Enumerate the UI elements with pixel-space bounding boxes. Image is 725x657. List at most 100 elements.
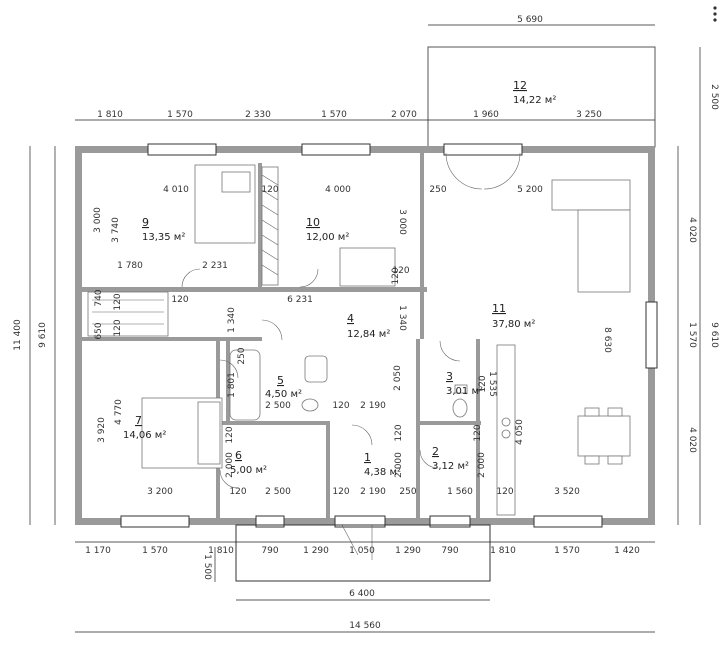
dim-wall-120-a: 120 [261, 185, 278, 195]
dim-terrace-width: 5 690 [517, 15, 543, 25]
dim-r9-depth2: 3 740 [111, 217, 121, 243]
dim-bottom-11: 1 420 [614, 546, 640, 556]
dim-r10-depth: 3 000 [397, 209, 407, 235]
dim-top-3: 2 330 [245, 110, 271, 120]
room-11-number: 11 [492, 302, 506, 315]
dim-top-2: 1 570 [167, 110, 193, 120]
dim-left-inner: 9 610 [38, 322, 48, 348]
dim-bottom-10: 1 570 [554, 546, 580, 556]
room-5-area: 4,50 м² [265, 389, 302, 400]
more-options-icon[interactable] [713, 6, 717, 22]
entrance-door [235, 515, 491, 582]
room-4-area: 12,84 м² [347, 329, 390, 340]
room-11-area: 37,80 м² [492, 319, 535, 330]
dim-1801: 1 801 [227, 372, 237, 398]
room-4-number: 4 [347, 312, 354, 325]
dim-wall-120-n: 120 [478, 375, 488, 392]
dim-r9-depth: 3 000 [93, 207, 103, 233]
room-12-area: 14,22 м² [513, 95, 556, 106]
dim-1340-b: 1 340 [397, 305, 407, 331]
dim-bottom-6: 1 050 [349, 546, 375, 556]
room-3-area: 3,01 м² [446, 386, 483, 397]
dim-2231: 2 231 [202, 261, 228, 271]
furniture [87, 164, 631, 516]
dim-wall-120-k: 120 [332, 487, 349, 497]
dim-left-total: 11 400 [13, 319, 23, 351]
dim-650: 650 [94, 322, 104, 339]
dim-2500-b: 2 500 [265, 487, 291, 497]
windows [120, 143, 658, 528]
dim-wall-120-h: 120 [394, 424, 404, 441]
dim-8630: 8 630 [602, 327, 612, 353]
dim-2190-a: 2 190 [360, 401, 386, 411]
dim-top-7: 3 250 [576, 110, 602, 120]
dim-wall-120-j: 120 [229, 487, 246, 497]
interior-dimensions: 4 010 3 000 3 740 4 000 3 000 120 120 12… [93, 185, 612, 497]
dim-wall-120-l: 120 [496, 487, 513, 497]
room-1-number: 1 [364, 451, 371, 464]
dim-bottom-3: 1 810 [208, 546, 234, 556]
room-2-area: 3,12 м² [432, 461, 469, 472]
dim-wall-250-c: 250 [399, 487, 416, 497]
room-6-area: 5,00 м² [230, 465, 267, 476]
dim-right-total: 9 610 [709, 322, 719, 348]
dim-wall-250-a: 250 [429, 185, 446, 195]
room-3-number: 3 [446, 370, 453, 383]
dim-bottom-8: 790 [441, 546, 458, 556]
dim-r10-width: 4 000 [325, 185, 351, 195]
dim-total-width: 14 560 [349, 621, 381, 631]
room-10-area: 12,00 м² [306, 232, 349, 243]
exterior-dimensions: 5 690 2 500 1 810 1 570 2 330 1 570 2 07… [13, 15, 719, 631]
dim-bottom-2: 1 570 [142, 546, 168, 556]
dim-2050: 2 050 [393, 365, 403, 391]
dim-1340-a: 1 340 [227, 307, 237, 333]
dim-3520: 3 520 [554, 487, 580, 497]
dim-1560: 1 560 [447, 487, 473, 497]
dim-4770: 4 770 [114, 399, 124, 425]
room-6-number: 6 [235, 449, 242, 462]
dim-3920: 3 920 [97, 417, 107, 443]
dim-bottom-9: 1 810 [490, 546, 516, 556]
dim-2500-a: 2 500 [265, 401, 291, 411]
dim-terrace-depth: 2 500 [709, 84, 719, 110]
dim-right-1: 4 020 [687, 217, 697, 243]
dim-wall-120-m: 120 [392, 266, 409, 276]
room-7-number: 7 [135, 414, 142, 427]
dim-top-5: 2 070 [391, 110, 417, 120]
dim-wall-120-e: 120 [113, 319, 123, 336]
terrace-outline [427, 46, 656, 148]
dim-wall-250-b: 250 [237, 347, 247, 364]
room-7-area: 14,06 м² [123, 430, 166, 441]
dim-wall-120-d: 120 [113, 293, 123, 310]
room-1-area: 4,38 м² [364, 467, 401, 478]
dim-1780: 1 780 [117, 261, 143, 271]
room-12-number: 12 [513, 79, 527, 92]
dim-wall-120-c: 120 [171, 295, 188, 305]
room-9-area: 13,35 м² [142, 232, 185, 243]
dim-top-1: 1 810 [97, 110, 123, 120]
dim-740: 740 [94, 289, 104, 306]
room-9-number: 9 [142, 216, 149, 229]
terrace-door [443, 143, 523, 190]
dim-top-6: 1 960 [473, 110, 499, 120]
dim-wall-120-b: 120 [391, 267, 401, 284]
dim-3200: 3 200 [147, 487, 173, 497]
dim-right-2: 1 570 [687, 322, 697, 348]
dim-2000-a: 2 000 [225, 452, 235, 478]
dim-bottom-5: 1 290 [303, 546, 329, 556]
dim-bottom-4: 790 [261, 546, 278, 556]
dim-wall-120-g: 120 [225, 426, 235, 443]
dim-wall-120-f: 120 [332, 401, 349, 411]
dim-2000-c: 2 000 [477, 452, 487, 478]
dim-bottom-7: 1 290 [395, 546, 421, 556]
dim-porch-depth: 1 500 [202, 554, 212, 580]
dim-2000-b: 2 000 [394, 452, 404, 478]
room-10-number: 10 [306, 216, 320, 229]
dim-6231: 6 231 [287, 295, 313, 305]
room-2-number: 2 [432, 445, 439, 458]
dim-wall-120-i: 120 [473, 424, 483, 441]
dim-right-3: 4 020 [687, 427, 697, 453]
dim-5200: 5 200 [517, 185, 543, 195]
dim-r9-width: 4 010 [163, 185, 189, 195]
